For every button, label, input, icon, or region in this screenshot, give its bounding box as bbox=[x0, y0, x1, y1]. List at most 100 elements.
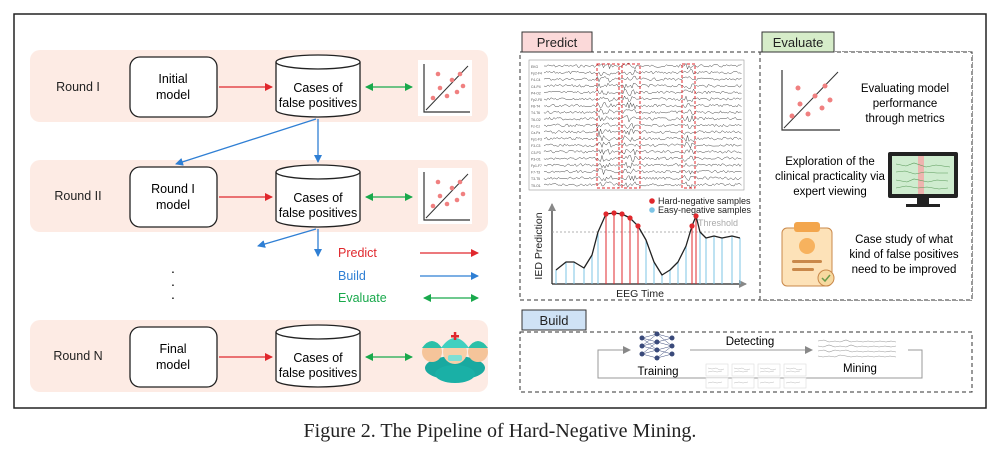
eeg-trace bbox=[543, 108, 742, 116]
eeg-channel-label: Fz-Cz bbox=[531, 124, 540, 128]
evaluate-item-3-line2: kind of false positives bbox=[849, 249, 959, 261]
hard-negative-point bbox=[619, 211, 625, 217]
arrow-legend: Predict Build Evaluate bbox=[338, 246, 479, 305]
eeg-channel-label: T5-O1 bbox=[531, 184, 541, 188]
legend-evaluate-label: Evaluate bbox=[338, 291, 387, 305]
round-1-model-line2: model bbox=[156, 88, 190, 102]
build-tab bbox=[521, 309, 587, 331]
eeg-channel-label: C4-P4 bbox=[531, 85, 541, 89]
hard-negative-point bbox=[603, 211, 609, 217]
eeg-channel-label: F3-C3 bbox=[531, 144, 541, 148]
scatter-metric-icon-2 bbox=[418, 168, 472, 224]
eeg-trace bbox=[543, 174, 742, 182]
doctors-group-icon bbox=[422, 332, 488, 383]
eeg-trace bbox=[543, 114, 742, 123]
round-n-model-line1: Final bbox=[159, 342, 186, 356]
hard-negative-point bbox=[611, 210, 617, 216]
round-2-model-box bbox=[129, 166, 218, 228]
legend-build-label: Build bbox=[338, 269, 366, 283]
eeg-trace bbox=[543, 135, 742, 143]
eeg-channel-label: Fp1-F3 bbox=[531, 138, 542, 142]
cases-label-1-line2: false positives bbox=[279, 96, 358, 110]
eeg-trace bbox=[543, 148, 742, 156]
round-n-model-box bbox=[129, 326, 218, 388]
ellipsis-dot-2: · bbox=[171, 276, 176, 292]
eeg-channel-label: EKG bbox=[531, 65, 539, 69]
eeg-trace bbox=[543, 88, 742, 96]
eeg-channel-label: T4-T6 bbox=[531, 111, 540, 115]
round-2-model-line1: Round I bbox=[151, 182, 195, 196]
eeg-channel-label: F8-T4 bbox=[531, 105, 540, 109]
hard-negative-point bbox=[693, 213, 699, 219]
evaluate-item-1-line3: through metrics bbox=[865, 113, 945, 125]
round-2-model-line2: model bbox=[156, 198, 190, 212]
ellipsis-dot-3: · bbox=[171, 289, 176, 305]
build-mining-label: Mining bbox=[843, 363, 877, 375]
evaluate-item-1-line2: performance bbox=[873, 98, 938, 110]
ellipsis-dot-1: · bbox=[171, 263, 176, 279]
cases-label-3-line1: Cases of bbox=[293, 351, 343, 365]
eeg-channel-label: Fp2-F4 bbox=[531, 72, 542, 76]
pred-x-label: EEG Time bbox=[616, 288, 664, 300]
pred-y-label: IED Prediction bbox=[533, 212, 545, 279]
round-n: Round N Final model bbox=[30, 320, 488, 392]
eeg-channel-label: Cz-Pz bbox=[531, 131, 541, 135]
eeg-channel-label: T3-T5 bbox=[531, 177, 540, 181]
figure-caption: Figure 2. The Pipeline of Hard-Negative … bbox=[303, 420, 697, 442]
eeg-channel-label: Fp1-F7 bbox=[531, 164, 542, 168]
round-1-model-line1: Initial bbox=[158, 72, 187, 86]
eeg-hard-box-1 bbox=[596, 63, 620, 189]
eeg-channel-label: T6-O2 bbox=[531, 118, 541, 122]
cases-label-3-line2: false positives bbox=[279, 366, 358, 380]
build-arrow-diag-1 bbox=[175, 118, 317, 166]
round-n-label: Round N bbox=[53, 349, 102, 363]
evaluate-item-3-line1: Case study of what bbox=[855, 234, 954, 246]
predict-title: Predict bbox=[537, 35, 578, 50]
predict-tab bbox=[521, 31, 593, 53]
hard-negative-point bbox=[627, 215, 633, 221]
eeg-trace bbox=[543, 128, 742, 136]
eeg-channel-label: F4-C4 bbox=[531, 78, 541, 82]
evaluate-item-3-line3: need to be improved bbox=[852, 264, 957, 276]
evaluate-item-2-line1: Exploration of the bbox=[785, 156, 875, 168]
legend-easy-dot bbox=[649, 207, 655, 213]
round-2: Round II Round I model bbox=[30, 160, 488, 232]
eeg-traces: EKGFp2-F4F4-C4C4-P4P4-O2Fp2-F8F8-T4T4-T6… bbox=[528, 59, 745, 191]
mining-eeg-icon bbox=[817, 338, 902, 358]
prediction-chart: Threshold IED Prediction EEG Time Hard-n… bbox=[533, 196, 752, 300]
cases-label-1-line1: Cases of bbox=[293, 81, 343, 95]
legend-predict-label: Predict bbox=[338, 246, 377, 260]
eeg-trace bbox=[543, 181, 742, 189]
neural-network-icon bbox=[639, 331, 675, 361]
cases-cylinder-3: Cases of false positives bbox=[275, 324, 361, 388]
evaluate-metrics-icon bbox=[781, 70, 840, 131]
build-title: Build bbox=[540, 313, 569, 328]
cases-cylinder-1: Cases of false positives bbox=[275, 54, 361, 118]
cases-label-2-line2: false positives bbox=[279, 206, 358, 220]
build-detecting-label: Detecting bbox=[726, 336, 775, 348]
build-loop bbox=[597, 346, 923, 379]
eeg-hard-box-2 bbox=[621, 63, 641, 189]
hard-negative-point bbox=[635, 223, 641, 229]
scatter-metric-icon-1 bbox=[418, 60, 472, 116]
cases-cylinder-2: Cases of false positives bbox=[275, 164, 361, 228]
threshold-label: Threshold bbox=[698, 218, 738, 228]
eeg-channel-label: P4-O2 bbox=[531, 91, 541, 95]
evaluate-item-1-line1: Evaluating model bbox=[861, 83, 949, 95]
eeg-hard-box-3 bbox=[681, 63, 696, 189]
eeg-trace bbox=[543, 122, 742, 130]
legend-hard-label: Hard-negative samples bbox=[658, 196, 751, 206]
eeg-trace bbox=[543, 75, 742, 83]
eeg-trace bbox=[544, 62, 742, 70]
eeg-trace bbox=[543, 161, 742, 169]
eeg-trace bbox=[543, 82, 742, 90]
evaluate-item-2-line2: clinical practicality via bbox=[775, 171, 886, 183]
eeg-trace bbox=[543, 69, 742, 76]
round-n-model-line2: model bbox=[156, 358, 190, 372]
evaluate-item-2-line3: expert viewing bbox=[793, 186, 867, 198]
eeg-trace bbox=[544, 168, 742, 176]
sample-thumbnails bbox=[705, 363, 807, 389]
monitor-icon bbox=[888, 152, 958, 207]
prediction-curve bbox=[555, 212, 741, 276]
round-1-model-box bbox=[129, 56, 218, 118]
